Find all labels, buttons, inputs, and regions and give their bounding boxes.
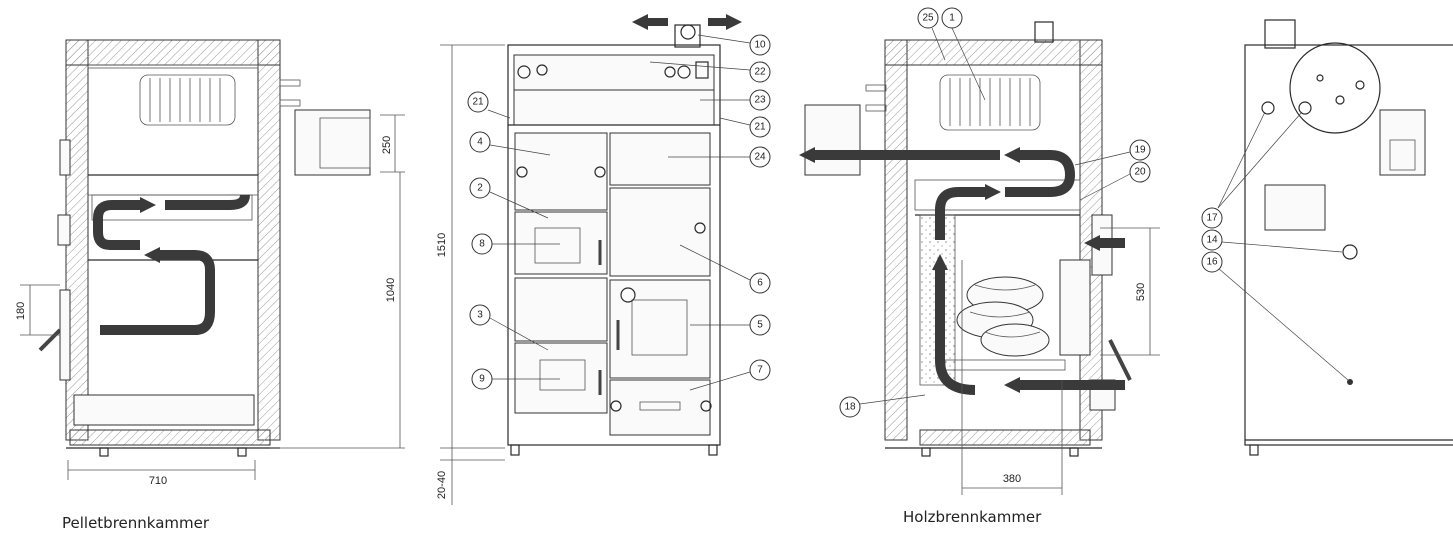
callout-2: 2 [469, 177, 549, 219]
callout-4: 4 [469, 131, 551, 156]
switch-icon [677, 65, 691, 79]
view-rear: 17 14 16 [1201, 19, 1453, 456]
callout-21-right: 21 [719, 116, 771, 138]
svg-text:23: 23 [754, 95, 766, 106]
flue-gas-flow-arrows [93, 194, 250, 335]
dim-height-530: 530 [1135, 283, 1147, 301]
dim-height-250: 250 [381, 136, 393, 154]
callout-1: 1 [941, 7, 986, 101]
svg-text:20: 20 [1134, 167, 1146, 178]
view-front: 1510 20-40 10 22 23 21 21 4 24 2 8 6 3 5… [436, 14, 771, 505]
svg-text:22: 22 [754, 67, 766, 78]
svg-text:9: 9 [479, 374, 485, 385]
svg-text:18: 18 [844, 402, 856, 413]
callout-16: 16 [1201, 251, 1349, 381]
svg-text:16: 16 [1206, 257, 1218, 268]
svg-text:8: 8 [479, 239, 485, 250]
svg-text:17: 17 [1206, 213, 1218, 224]
svg-text:10: 10 [754, 40, 766, 51]
svg-text:5: 5 [757, 320, 763, 331]
callout-20: 20 [1079, 161, 1151, 201]
callout-7: 7 [689, 359, 771, 391]
control-knob-icon [664, 66, 676, 78]
dim-height-180: 180 [15, 302, 27, 320]
dim-height-1510: 1510 [436, 233, 448, 257]
callout-17: 17 [1201, 111, 1303, 229]
firewood-logs-icon [956, 276, 1050, 357]
dim-width-710: 710 [149, 475, 167, 487]
flue-gas-flow-arrows [799, 147, 1125, 395]
callout-3: 3 [469, 304, 549, 351]
svg-text:2: 2 [477, 183, 483, 194]
svg-text:24: 24 [754, 152, 766, 163]
callout-9: 9 [471, 368, 560, 390]
callout-21-left: 21 [467, 91, 511, 119]
svg-text:6: 6 [757, 278, 763, 289]
view-wood-section: 530 380 25 1 19 20 18 Holzbrennkammer [799, 7, 1160, 526]
thermometer-icon [536, 64, 548, 76]
svg-text:25: 25 [922, 13, 934, 24]
callout-18: 18 [839, 394, 926, 418]
callout-19: 19 [1074, 139, 1151, 166]
callout-14: 14 [1201, 229, 1343, 253]
callout-5: 5 [690, 314, 771, 336]
svg-text:21: 21 [754, 122, 766, 133]
view-pellet-section: 710 250 1040 180 Pelletbrennkammer [15, 39, 405, 532]
dim-width-380: 380 [1003, 473, 1021, 485]
callout-24: 24 [668, 146, 771, 168]
heat-exchanger-coil-icon [139, 74, 236, 126]
dim-feet-20-40: 20-40 [436, 471, 448, 499]
svg-text:19: 19 [1134, 145, 1146, 156]
caption-wood: Holzbrennkammer [903, 508, 1042, 526]
svg-text:7: 7 [757, 365, 763, 376]
svg-text:4: 4 [477, 137, 483, 148]
callout-22: 22 [649, 61, 771, 83]
callout-6: 6 [679, 244, 771, 294]
callout-25: 25 [917, 7, 946, 61]
svg-text:21: 21 [472, 97, 484, 108]
svg-text:14: 14 [1206, 235, 1218, 246]
gauge-icon [517, 65, 531, 79]
svg-text:1: 1 [949, 13, 955, 24]
heat-exchanger-coil-icon [939, 74, 1041, 131]
dim-height-1040: 1040 [385, 278, 397, 302]
callout-8: 8 [471, 233, 560, 255]
caption-pellet: Pelletbrennkammer [62, 514, 210, 532]
callout-23: 23 [700, 89, 771, 111]
callout-10: 10 [697, 34, 771, 56]
flue-outlet-icon [1289, 42, 1381, 134]
svg-text:3: 3 [477, 310, 483, 321]
